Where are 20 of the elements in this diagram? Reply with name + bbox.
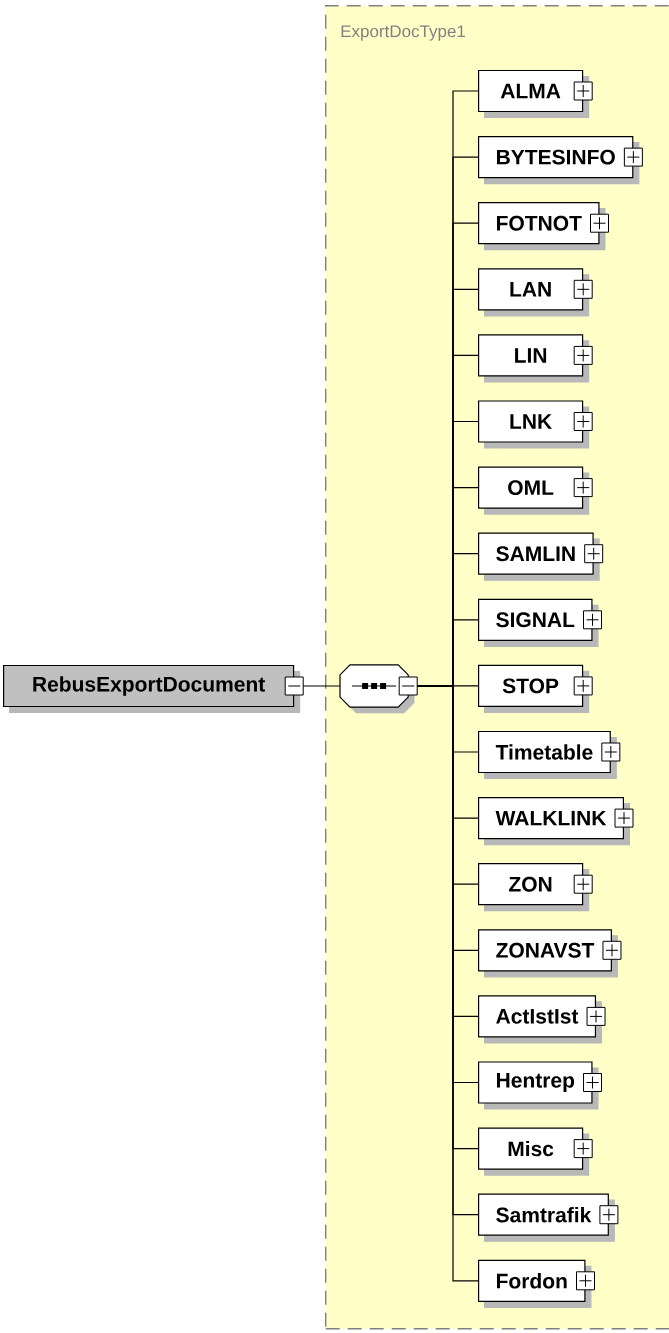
element-box: BYTESINFO [478, 136, 640, 185]
element-box: ZON [478, 863, 590, 912]
element-box: SIGNAL [478, 598, 599, 647]
element-box: RebusExportDocument [3, 664, 301, 714]
element-box: ALMA [478, 69, 590, 119]
element-box: STOP [478, 664, 590, 713]
element-box: FOTNOT [478, 202, 606, 251]
element-box: ZONAVST [478, 929, 618, 978]
element-box: WALKLINK [478, 797, 630, 846]
element-box: LAN [478, 268, 590, 317]
element-box: LIN [478, 334, 590, 383]
element-box: OML [478, 466, 590, 515]
element-box: SAMLIN [478, 532, 600, 581]
element-box: Timetable [478, 730, 617, 780]
element-box: Misc [478, 1127, 590, 1176]
element-box: ActIstIst [478, 995, 603, 1044]
element-box: Fordon [478, 1259, 592, 1308]
element-box: LNK [478, 400, 590, 449]
element-box: Hentrep [478, 1061, 599, 1110]
element-box: Samtrafik [478, 1193, 615, 1242]
